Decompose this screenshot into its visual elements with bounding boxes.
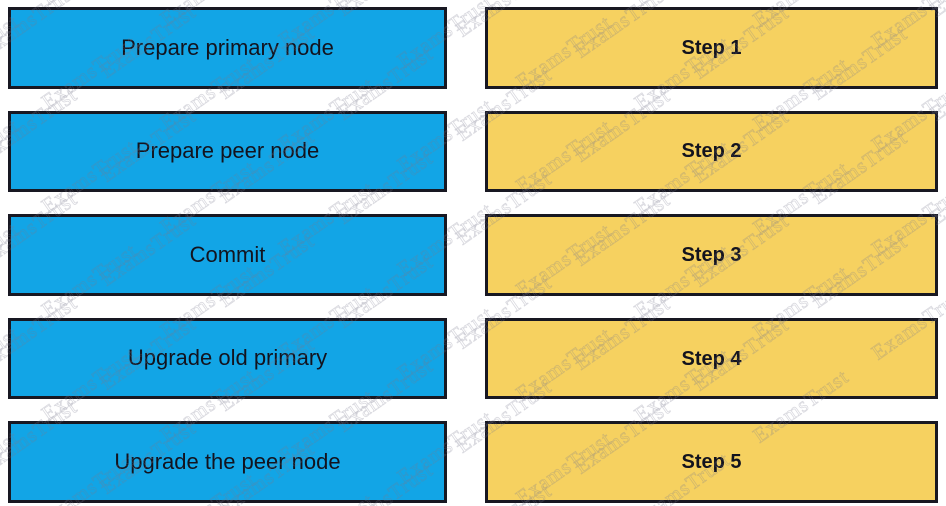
slot-box-5[interactable]: Step 5: [485, 421, 938, 503]
task-box-label: Commit: [189, 241, 266, 267]
slot-box-label: Step 5: [681, 451, 742, 474]
task-box-1[interactable]: Prepare primary node: [8, 7, 447, 89]
slot-box-label: Step 3: [681, 243, 742, 266]
slot-box-label: Step 4: [681, 347, 742, 370]
task-box-label: Upgrade the peer node: [114, 449, 341, 475]
slot-box-3[interactable]: Step 3: [485, 214, 938, 296]
slot-box-label: Step 2: [681, 140, 742, 163]
slot-box-4[interactable]: Step 4: [485, 317, 938, 400]
slot-column: Step 1 Step 2 Step 3 Step 4 Step 5: [455, 0, 946, 506]
slot-box-1[interactable]: Step 1: [485, 7, 938, 89]
task-box-4[interactable]: Upgrade old primary: [8, 317, 447, 400]
task-box-label: Prepare primary node: [121, 34, 334, 60]
task-column: Prepare primary node Prepare peer node C…: [0, 0, 455, 506]
task-box-label: Upgrade old primary: [127, 345, 328, 371]
task-box-5[interactable]: Upgrade the peer node: [8, 421, 447, 503]
task-box-2[interactable]: Prepare peer node: [8, 110, 447, 193]
slot-box-label: Step 1: [681, 36, 742, 59]
slot-box-2[interactable]: Step 2: [485, 110, 938, 193]
task-box-label: Prepare peer node: [135, 138, 320, 164]
task-box-3[interactable]: Commit: [8, 214, 447, 296]
